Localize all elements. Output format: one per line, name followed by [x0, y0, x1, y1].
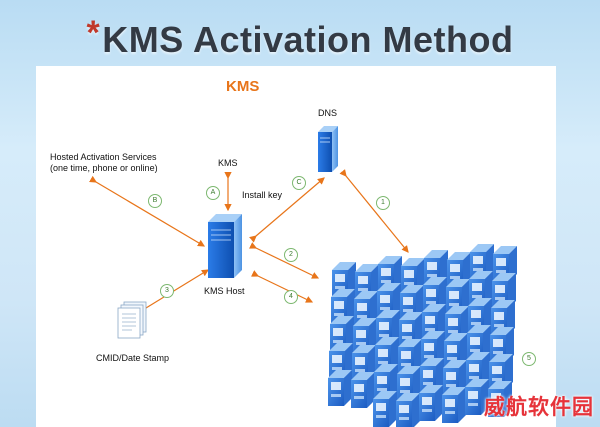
title-text: KMS Activation Method	[102, 19, 514, 60]
hosted-services-line2: (one time, phone or online)	[50, 163, 158, 173]
arrow-4	[251, 270, 314, 303]
cmid-label: CMID/Date Stamp	[96, 353, 170, 363]
diagram-panel: KMS Hosted Activation Services (one time…	[36, 66, 556, 427]
slide-title: *KMS Activation Method	[0, 14, 600, 61]
step-b-badge: B	[148, 194, 162, 208]
step-2-badge: 2	[284, 248, 298, 262]
watermark: 威航软件园	[484, 395, 594, 419]
title-star: *	[86, 14, 101, 52]
step-3-badge: 3	[160, 284, 174, 298]
dns-label: DNS	[318, 108, 338, 118]
step-a-badge: A	[206, 186, 220, 200]
step-c-badge: C	[292, 176, 306, 190]
client-computer-icon	[396, 393, 420, 427]
client-computer-icon	[419, 385, 443, 421]
diagram-heading: KMS	[226, 78, 260, 95]
client-computer-icon	[373, 391, 397, 427]
client-computer-icon	[442, 387, 466, 423]
hosted-services-label: Hosted Activation Services (one time, ph…	[50, 152, 158, 174]
hosted-services-line1: Hosted Activation Services	[50, 152, 157, 162]
kms-host-label: KMS Host	[204, 286, 245, 296]
client-computer-icon	[328, 370, 352, 406]
kms-label: KMS	[218, 158, 238, 168]
arrow-b	[89, 175, 206, 247]
kms-host-server-icon	[208, 214, 242, 278]
dns-server-icon	[318, 126, 338, 172]
arrow-3	[139, 269, 210, 315]
client-computer-icon	[351, 372, 375, 408]
step-5-badge: 5	[522, 352, 536, 366]
step-4-badge: 4	[284, 290, 298, 304]
step-1-badge: 1	[376, 196, 390, 210]
cmid-document-icon	[117, 301, 147, 339]
install-key-label: Install key	[242, 190, 283, 200]
arrows	[89, 169, 409, 315]
arrow-1	[339, 169, 409, 253]
diagram-canvas	[89, 126, 517, 427]
arrow-c	[249, 177, 325, 243]
